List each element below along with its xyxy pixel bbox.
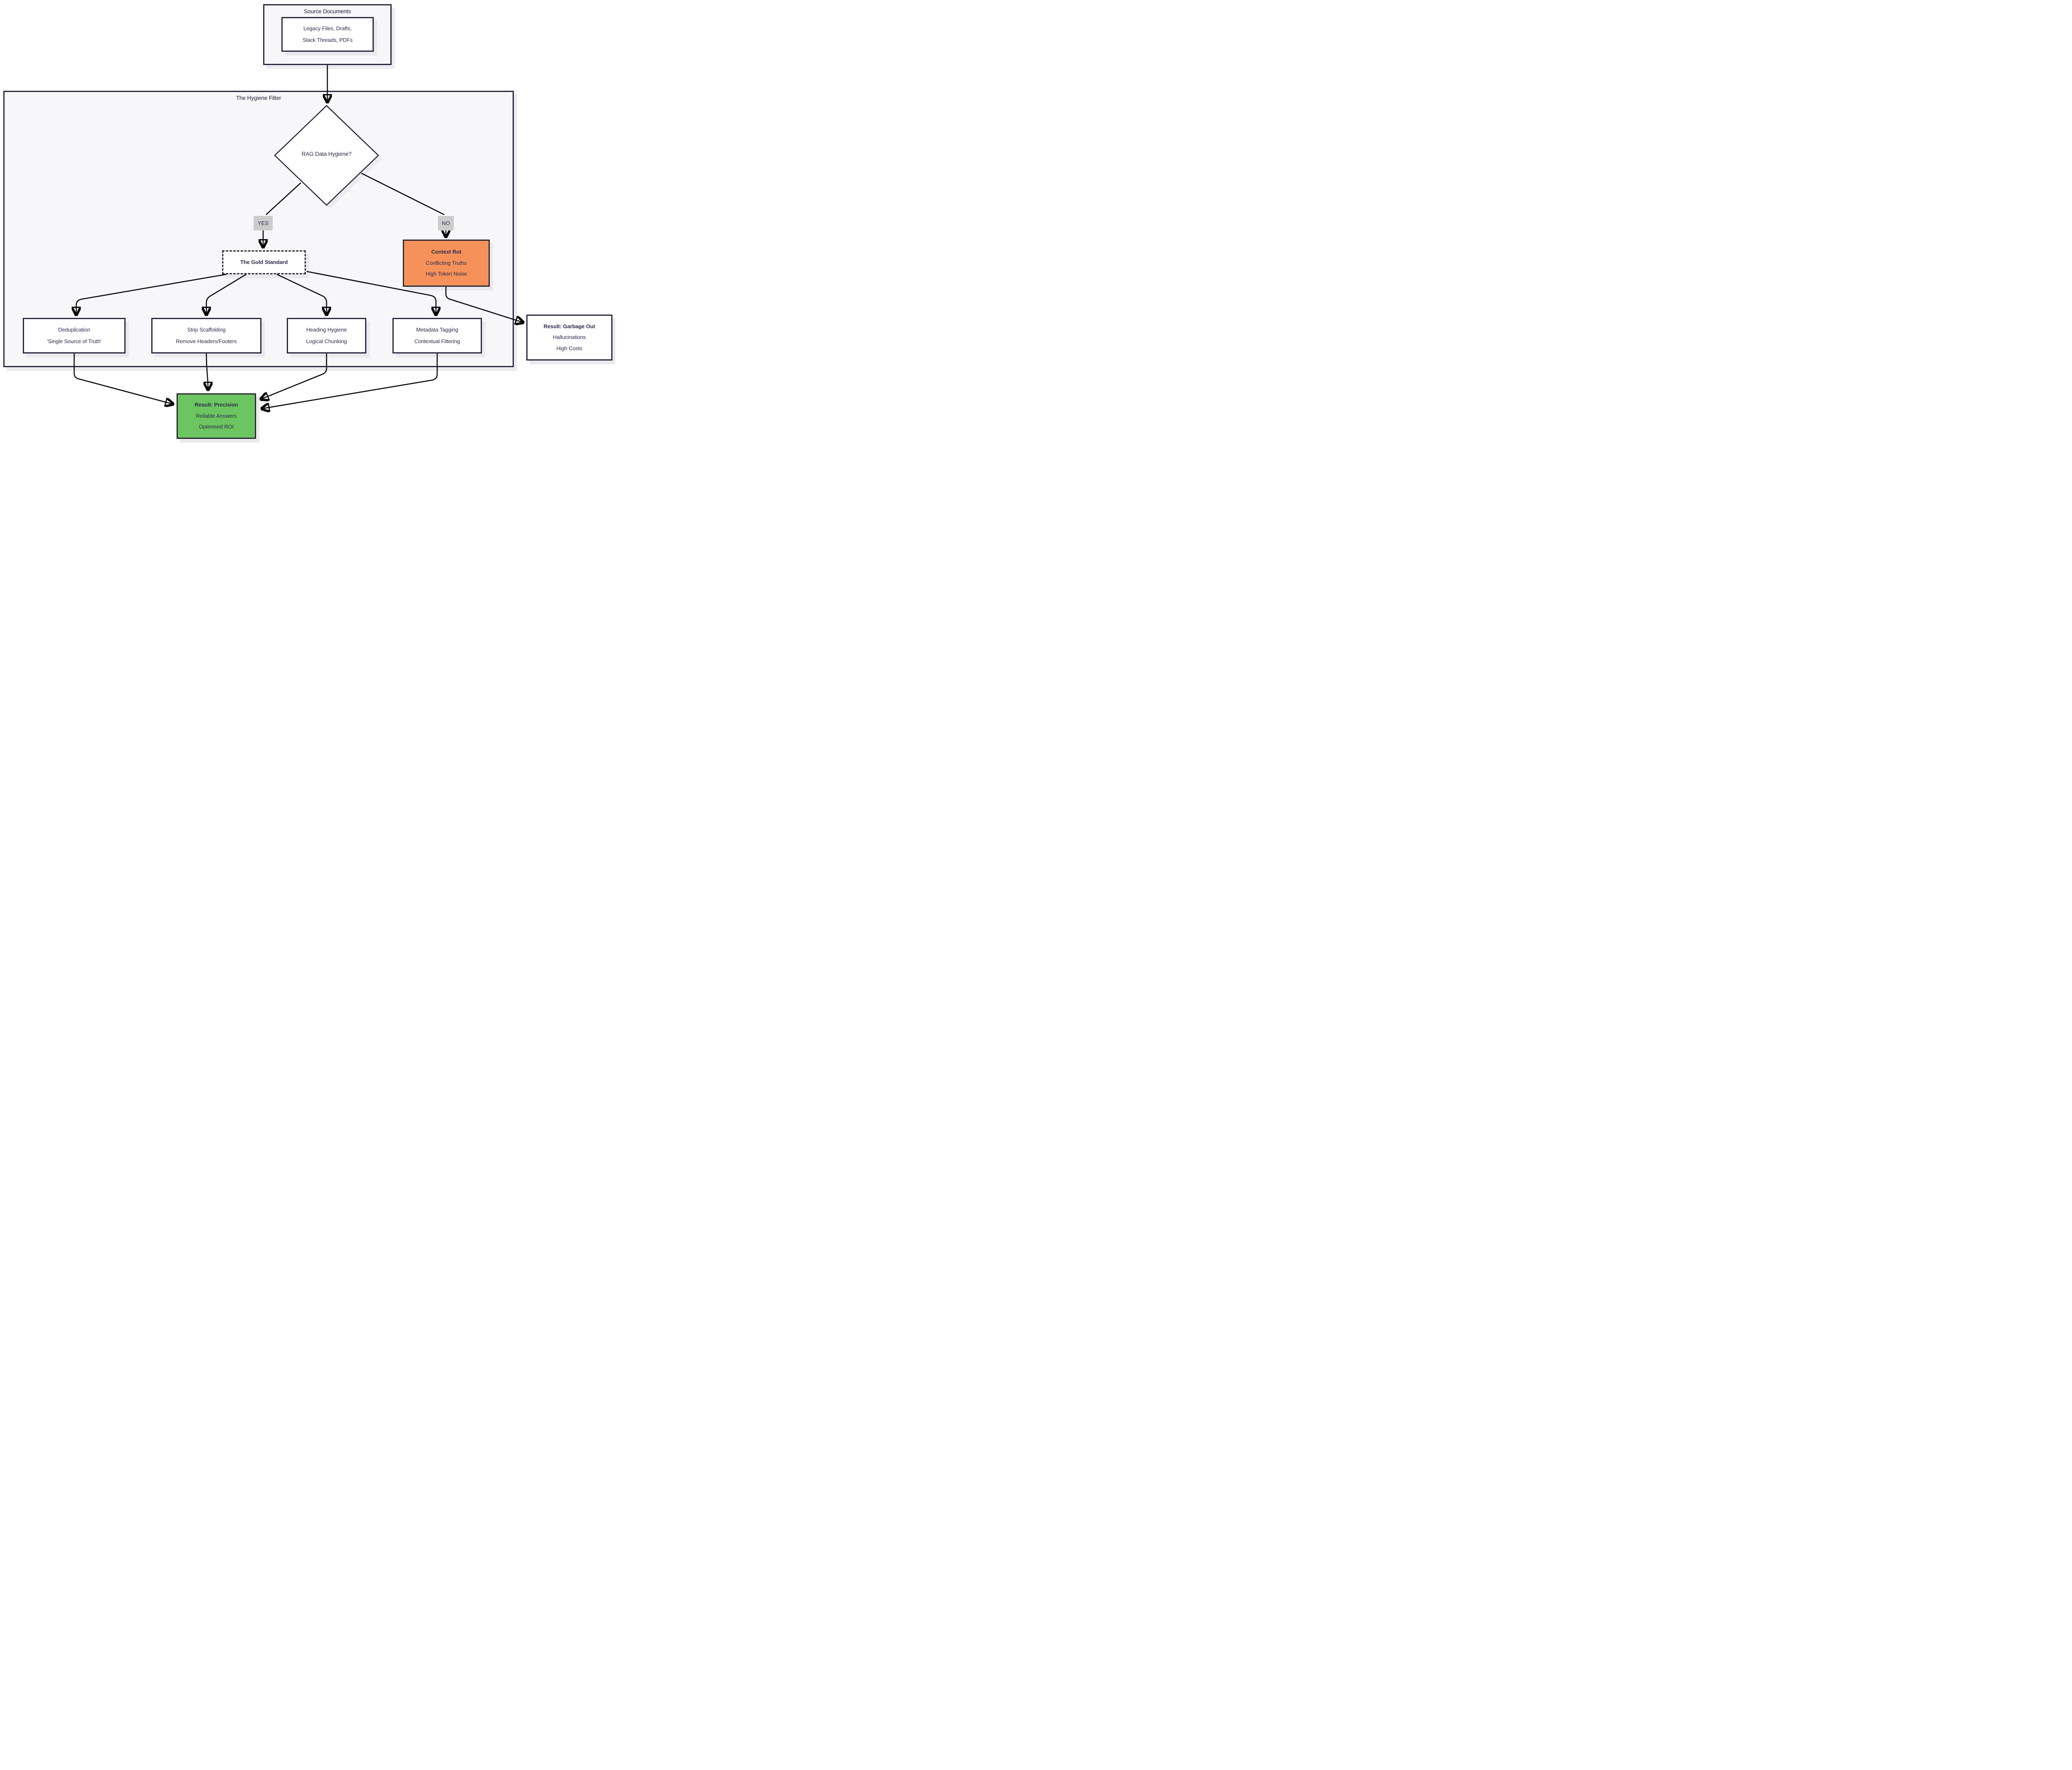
node-line: Slack Threads, PDFs bbox=[303, 37, 353, 43]
node-result-garbage-out: Result: Garbage Out Hallucinations High … bbox=[526, 315, 612, 361]
source-documents-label: Source Documents bbox=[304, 8, 351, 15]
node-line: Strip Scaffolding bbox=[187, 327, 226, 333]
decision-label: RAG Data Hygiene? bbox=[301, 151, 352, 157]
node-strip-scaffolding: Strip Scaffolding Remove Headers/Footers bbox=[151, 318, 261, 354]
node-line: Heading Hygiene bbox=[306, 327, 347, 333]
node-context-rot: Context Rot Conflicting Truths High Toke… bbox=[403, 240, 490, 287]
node-line: Logical Chunking bbox=[306, 338, 347, 344]
decision-diamond bbox=[274, 105, 382, 209]
node-line: Deduplication bbox=[58, 327, 90, 333]
node-deduplication: Deduplication 'Single Source of Truth' bbox=[23, 318, 126, 354]
node-line: The Gold Standard bbox=[240, 259, 288, 265]
node-line: High Costs bbox=[556, 345, 583, 351]
node-line: 'Single Source of Truth' bbox=[47, 338, 102, 344]
node-line: Hallucinations bbox=[553, 334, 586, 341]
node-result-precision: Result: Precision Reliable Answers Optim… bbox=[177, 393, 256, 439]
edge-label-no: NO bbox=[438, 216, 454, 230]
node-line: Contextual Filtering bbox=[414, 338, 460, 344]
node-title: Context Rot bbox=[431, 249, 462, 255]
node-title: Result: Garbage Out bbox=[543, 323, 595, 329]
node-metadata-tagging: Metadata Tagging Contextual Filtering bbox=[392, 318, 482, 354]
node-source-documents: Legacy Files, Drafts, Slack Threads, PDF… bbox=[281, 17, 374, 52]
flowchart-canvas: Source Documents The Hygiene Filter Lega… bbox=[0, 0, 615, 443]
node-gold-standard: The Gold Standard bbox=[222, 250, 306, 274]
node-line: Metadata Tagging bbox=[416, 327, 458, 333]
node-line: Legacy Files, Drafts, bbox=[303, 25, 352, 32]
node-line: High Token Noise bbox=[425, 271, 467, 277]
node-line: Remove Headers/Footers bbox=[176, 338, 237, 344]
diamond-shape bbox=[274, 105, 379, 206]
edge-label-yes: YES bbox=[254, 216, 273, 230]
node-line: Reliable Answers bbox=[196, 412, 237, 419]
hygiene-filter-label: The Hygiene Filter bbox=[236, 95, 281, 101]
node-title: Result: Precision bbox=[194, 402, 238, 408]
node-line: Conflicting Truths bbox=[426, 259, 467, 266]
node-line: Optimised ROI bbox=[199, 424, 234, 430]
node-heading-hygiene: Heading Hygiene Logical Chunking bbox=[287, 318, 366, 354]
